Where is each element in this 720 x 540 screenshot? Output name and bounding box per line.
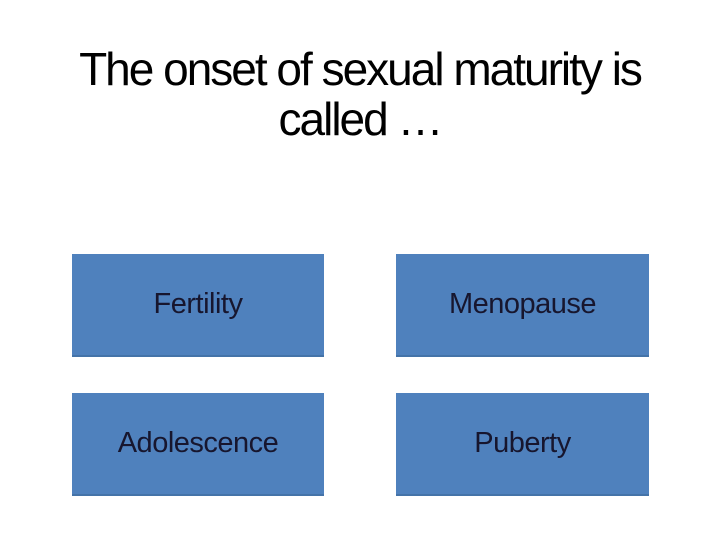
answer-label: Fertility: [153, 288, 243, 320]
slide-title-line-2: called …: [278, 93, 444, 145]
answer-label: Menopause: [448, 288, 597, 320]
slide-title: The onset of sexual maturity is called …: [20, 44, 700, 144]
answer-box-puberty[interactable]: Puberty: [396, 393, 649, 496]
slide-title-line-1: The onset of sexual maturity is: [79, 43, 643, 95]
answer-box-fertility[interactable]: Fertility: [72, 254, 324, 357]
answer-box-menopause[interactable]: Menopause: [396, 254, 649, 357]
answer-label: Adolescence: [117, 427, 279, 459]
answer-label: Puberty: [474, 427, 571, 459]
answer-box-adolescence[interactable]: Adolescence: [72, 393, 324, 496]
